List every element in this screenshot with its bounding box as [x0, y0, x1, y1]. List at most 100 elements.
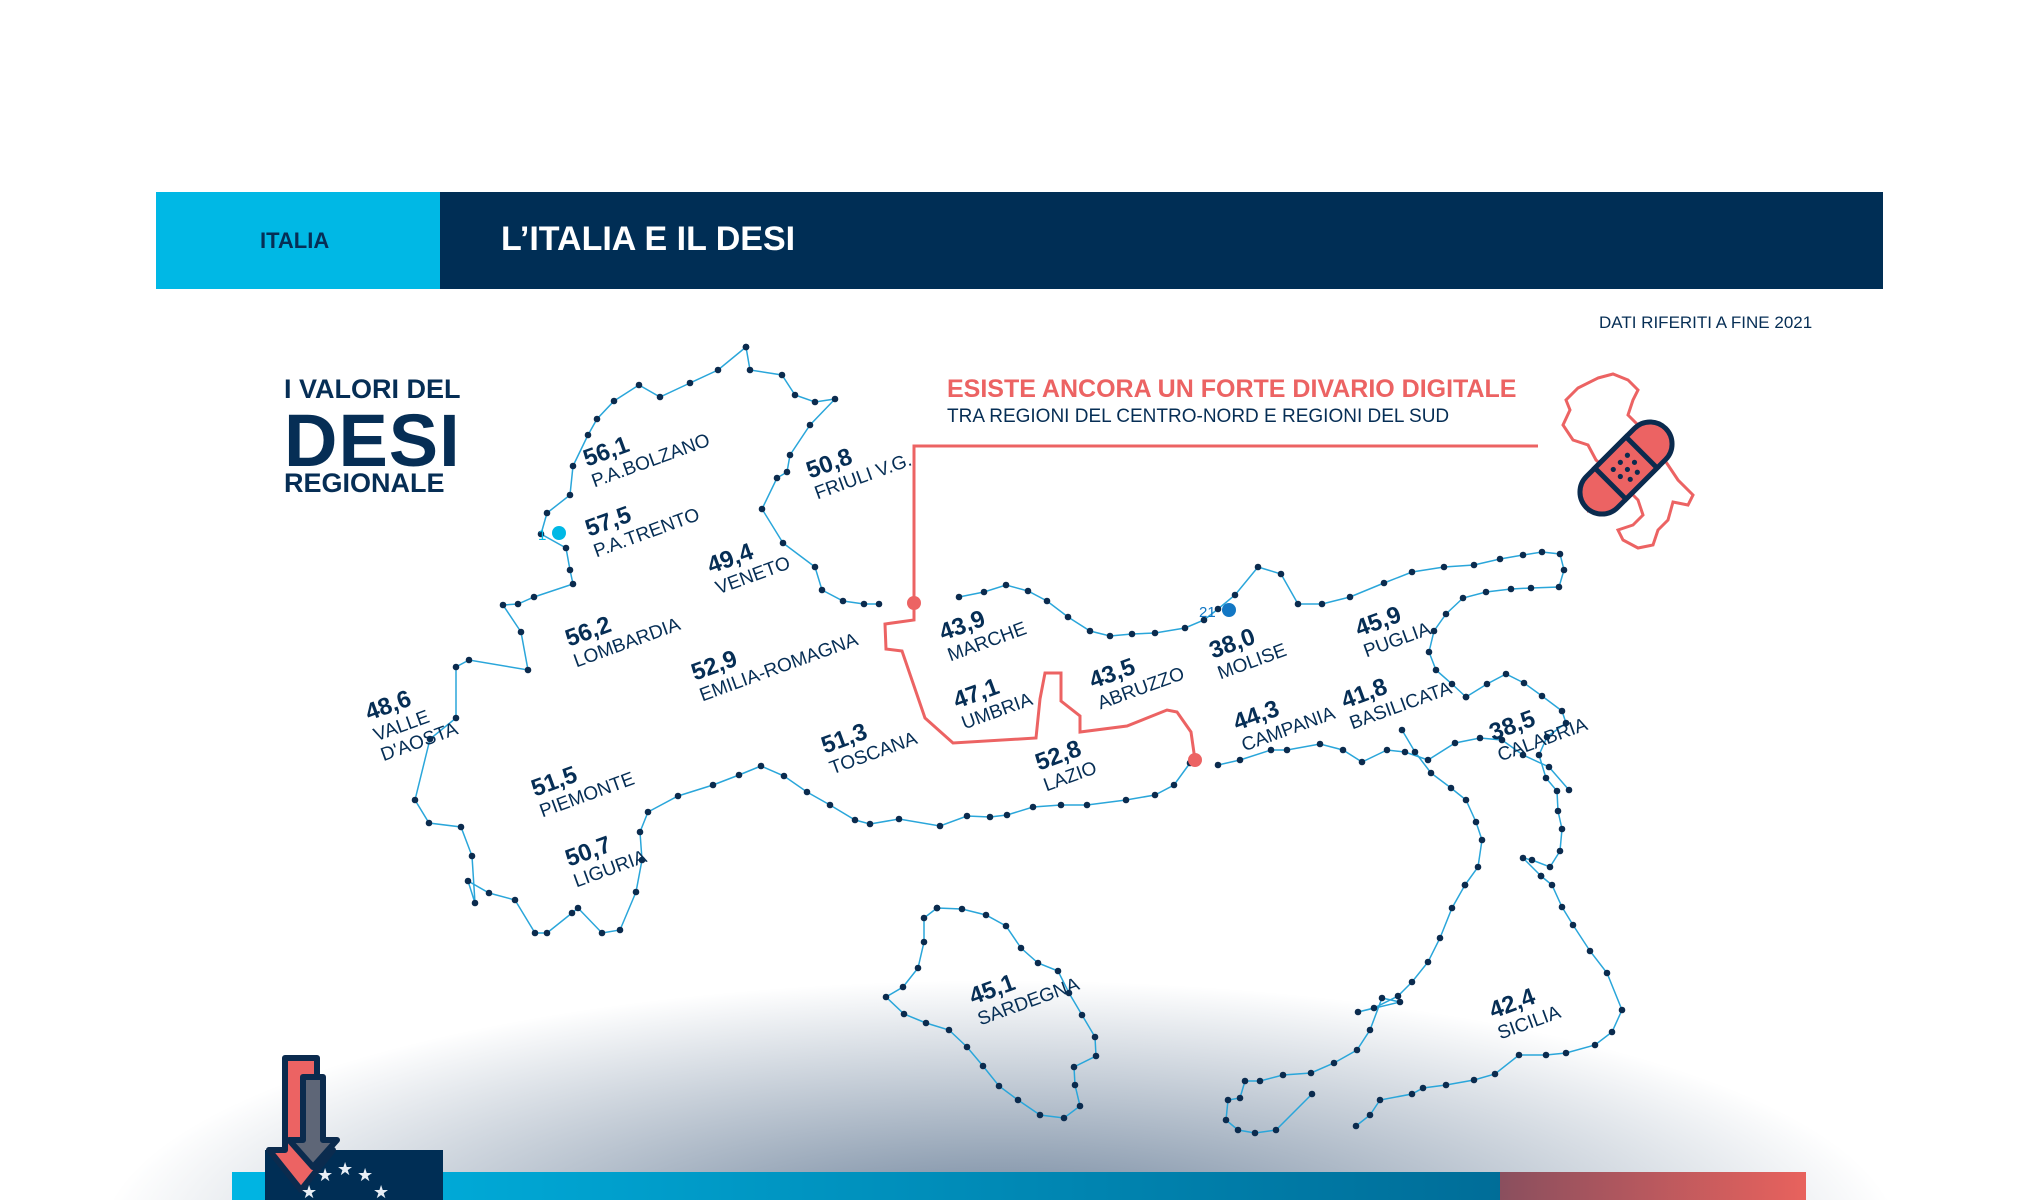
outline-node — [656, 393, 664, 401]
outline-node — [1231, 591, 1239, 599]
outline-node — [1408, 568, 1416, 576]
outline-node — [1017, 944, 1025, 952]
outline-node — [426, 735, 434, 743]
outline-node — [1267, 746, 1275, 754]
outline-node — [1128, 630, 1136, 638]
outline-node — [543, 509, 551, 517]
outline-node — [499, 601, 507, 609]
outline-node — [452, 714, 460, 722]
subtitle-line1: I VALORI DEL — [284, 374, 461, 404]
outline-node — [1383, 746, 1391, 754]
outline-node — [1272, 1126, 1280, 1134]
footer-bar-blue — [232, 1172, 1502, 1200]
outline-node — [1472, 818, 1480, 826]
outline-node — [1024, 587, 1032, 595]
outline-node — [1398, 726, 1406, 734]
outline-node — [1569, 921, 1577, 929]
outline-node — [1060, 1114, 1068, 1122]
outline-node — [1419, 1084, 1427, 1092]
outline-node — [982, 911, 990, 919]
outline-node — [979, 1062, 987, 1070]
outline-node — [1353, 1046, 1361, 1054]
outline-node — [574, 904, 582, 912]
outline-node — [914, 964, 922, 972]
outline-node — [1358, 758, 1366, 766]
outline-node — [1307, 1069, 1315, 1077]
outline-node — [1003, 811, 1011, 819]
outline-node — [465, 656, 473, 664]
outline-node — [826, 801, 834, 809]
outline-node — [1432, 666, 1440, 674]
outline-node — [714, 366, 722, 374]
outline-node — [1034, 959, 1042, 967]
divide-start-dot — [907, 596, 921, 610]
outline-node — [568, 909, 576, 917]
outline-node — [1556, 847, 1564, 855]
outline-node — [1002, 581, 1010, 589]
outline-node — [1478, 836, 1486, 844]
outline-node — [1057, 801, 1065, 809]
outline-node — [851, 816, 859, 824]
divide-line — [883, 444, 1538, 761]
outline-node — [457, 823, 465, 831]
outline-node — [1181, 624, 1189, 632]
outline-node — [1560, 566, 1568, 574]
outline-node — [610, 397, 618, 405]
outline-node — [1425, 648, 1433, 656]
outline-node — [1308, 1090, 1316, 1098]
outline-node — [1370, 1004, 1378, 1012]
outline-node — [1224, 1096, 1232, 1104]
title-bar: L’ITALIA E IL DESI — [440, 192, 1883, 289]
outline-node — [1076, 1102, 1084, 1110]
outline-node — [875, 600, 883, 608]
outline-node — [1542, 774, 1550, 782]
south-outline — [1217, 737, 1570, 791]
outline-node — [598, 929, 606, 937]
outline-node — [839, 597, 847, 605]
outline-node — [1470, 1076, 1478, 1084]
outline-node — [1442, 610, 1450, 618]
footer-bar-red — [1500, 1172, 1806, 1200]
outline-node — [1442, 1081, 1450, 1089]
outline-node — [922, 1019, 930, 1027]
outline-node — [1562, 1049, 1570, 1057]
down-arrows-eu-flag-icon: ★★★ ★★ — [266, 1055, 389, 1200]
outline-node — [566, 566, 574, 574]
outline-node — [1376, 1096, 1384, 1104]
end-marker-dot — [1222, 603, 1236, 617]
outline-node — [1483, 680, 1491, 688]
outline-node — [635, 381, 643, 389]
outline-node — [1352, 1122, 1360, 1130]
outline-node — [1222, 1116, 1230, 1124]
outline-node — [1608, 1028, 1616, 1036]
outline-node — [1482, 588, 1490, 596]
outline-node — [1496, 555, 1504, 563]
outline-node — [955, 593, 963, 601]
outline-node — [1448, 680, 1456, 688]
svg-text:★: ★ — [301, 1182, 317, 1200]
outline-node — [986, 813, 994, 821]
outline-node — [1170, 781, 1178, 789]
outline-node — [530, 593, 538, 601]
outline-node — [1283, 746, 1291, 754]
outline-node — [1078, 1011, 1086, 1019]
outline-node — [686, 379, 694, 387]
outline-node — [1476, 734, 1484, 742]
outline-node — [1451, 739, 1459, 747]
outline-node — [709, 781, 717, 789]
outline-node — [1394, 992, 1402, 1000]
outline-node — [543, 929, 551, 937]
outline-node — [514, 600, 522, 608]
outline-node — [1091, 1033, 1099, 1041]
outline-node — [1507, 585, 1515, 593]
outline-node — [783, 468, 791, 476]
outline-node — [1251, 1129, 1259, 1137]
outline-node — [1396, 998, 1404, 1006]
outline-node — [860, 600, 868, 608]
outline-node — [803, 788, 811, 796]
outline-node — [1236, 1094, 1244, 1102]
outline-node — [1316, 740, 1324, 748]
outline-node — [1366, 1111, 1374, 1119]
outline-node — [569, 462, 577, 470]
